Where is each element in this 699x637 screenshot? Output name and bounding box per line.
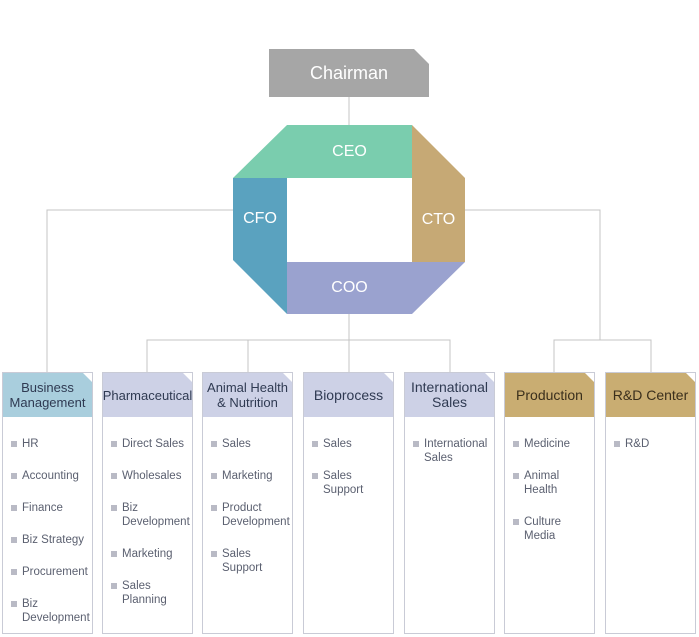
dept-international-sales: International Sales International Sales (404, 372, 495, 634)
list-item: Procurement (3, 565, 92, 579)
list-item: Medicine (505, 437, 594, 451)
dept-title: Animal Health & Nutrition (207, 380, 288, 410)
dept-item-list: R&D (606, 417, 695, 451)
dept-header: Bioprocess (304, 373, 393, 417)
connector-rd-branches (553, 339, 652, 372)
executive-ring (233, 125, 465, 314)
list-item: Finance (3, 501, 92, 515)
list-item: HR (3, 437, 92, 451)
connector-cfo-business (46, 209, 234, 372)
list-item: Biz Strategy (3, 533, 92, 547)
list-item: Wholesales (103, 469, 192, 483)
dept-animal-health-nutrition: Animal Health & Nutrition Sales Marketin… (202, 372, 293, 634)
ceo-segment (233, 125, 412, 178)
dept-bioprocess: Bioprocess Sales Sales Support (303, 372, 394, 634)
dept-title: Bioprocess (313, 386, 384, 403)
list-item: Sales (304, 437, 393, 451)
dept-header: Business Management (3, 373, 92, 417)
dept-title: International Sales (410, 379, 489, 410)
connector-coo-branches (146, 339, 451, 372)
dept-header: Production (505, 373, 594, 417)
list-item: Sales Planning (103, 579, 192, 607)
list-item: Sales (203, 437, 292, 451)
list-item: Marketing (103, 547, 192, 561)
list-item: Accounting (3, 469, 92, 483)
dept-rd-center: R&D Center R&D (605, 372, 696, 634)
list-item: Marketing (203, 469, 292, 483)
coo-segment (287, 262, 465, 314)
list-item: Direct Sales (103, 437, 192, 451)
dept-item-list: Sales Sales Support (304, 417, 393, 497)
list-item: Sales Support (203, 547, 292, 575)
dept-header: Pharmaceutical (103, 373, 192, 417)
cto-segment (412, 125, 465, 262)
list-item: Product Development (203, 501, 290, 529)
list-item: Animal Health (505, 469, 594, 497)
list-item: International Sales (405, 437, 495, 465)
list-item: Biz Development (3, 597, 90, 625)
dept-item-list: Medicine Animal Health Culture Media (505, 417, 594, 543)
dept-header: International Sales (405, 373, 494, 417)
list-item: R&D (606, 437, 695, 451)
dept-header: Animal Health & Nutrition (203, 373, 292, 417)
cfo-segment (233, 178, 287, 314)
dept-item-list: HR Accounting Finance Biz Strategy Procu… (3, 417, 92, 625)
dept-item-list: Sales Marketing Product Development Sale… (203, 417, 292, 575)
list-item: Culture Media (505, 515, 594, 543)
dept-title: Business Management (9, 380, 86, 410)
list-item: Sales Support (304, 469, 393, 497)
dept-title: Production (516, 386, 583, 403)
dept-title: Pharmaceutical (102, 387, 193, 403)
chairman-label: Chairman (309, 62, 389, 83)
dept-header: R&D Center (606, 373, 695, 417)
dept-title: R&D Center (612, 386, 689, 403)
connector-cto-rd (465, 209, 601, 340)
chairman-box: Chairman (269, 49, 429, 97)
list-item: Biz Development (103, 501, 190, 529)
dept-production: Production Medicine Animal Health Cultur… (504, 372, 595, 634)
dept-item-list: Direct Sales Wholesales Biz Development … (103, 417, 192, 607)
dept-item-list: International Sales (405, 417, 494, 465)
dept-pharmaceutical: Pharmaceutical Direct Sales Wholesales B… (102, 372, 193, 634)
dept-business-management: Business Management HR Accounting Financ… (2, 372, 93, 634)
